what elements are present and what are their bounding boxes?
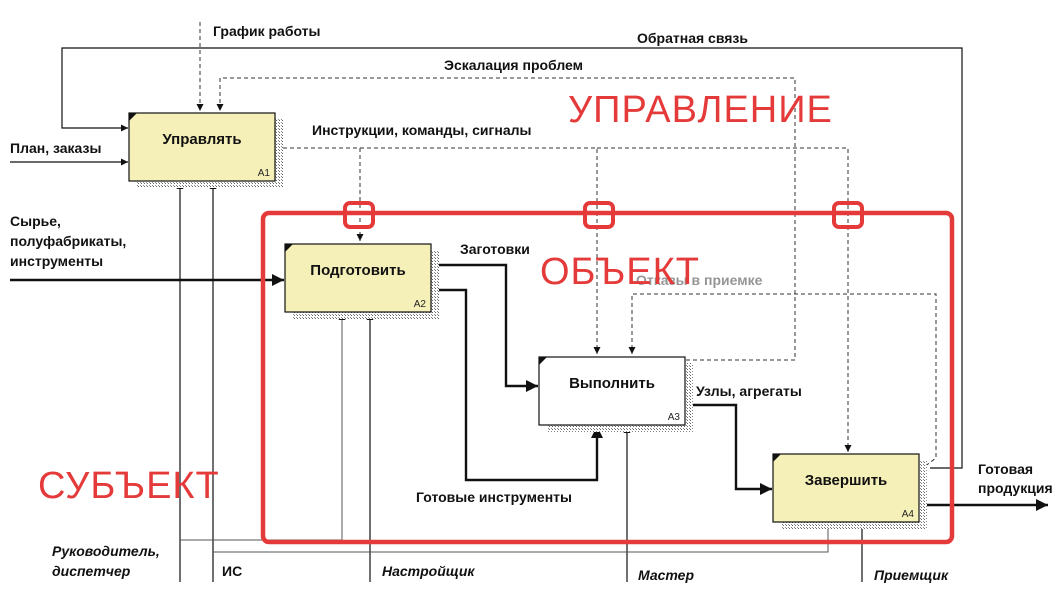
box-number: A2 bbox=[414, 299, 427, 310]
box-body bbox=[284, 243, 432, 313]
is-label: ИС bbox=[222, 563, 242, 579]
instructions-arrow-a3 bbox=[360, 147, 601, 354]
manager-label-line-2: диспетчер bbox=[52, 563, 131, 579]
instructions-label: Инструкции, команды, сигналы bbox=[312, 122, 531, 138]
units-label: Узлы, агрегаты bbox=[696, 383, 802, 399]
box-number: A3 bbox=[668, 412, 681, 423]
box-body bbox=[538, 356, 686, 426]
box-title: Выполнить bbox=[569, 375, 655, 392]
object-overlay-label: ОБЪЕКТ bbox=[540, 251, 700, 293]
feedback-label: Обратная связь bbox=[637, 30, 748, 46]
blanks-label: Заготовки bbox=[460, 241, 530, 257]
escalation-label: Эскалация проблем bbox=[444, 57, 583, 73]
box-title: Подготовить bbox=[310, 262, 405, 279]
box-corner bbox=[539, 357, 547, 365]
tools-ready-arrow bbox=[431, 288, 603, 482]
boundary-crossing-marker bbox=[343, 201, 375, 229]
boundary-crossing-marker bbox=[583, 201, 615, 229]
blanks-arrow bbox=[431, 263, 538, 392]
rejects-label: Отказы в приемке bbox=[636, 272, 763, 288]
activity-box-a2: Подготовить A2 bbox=[284, 243, 439, 319]
plan-label: План, заказы bbox=[10, 140, 101, 156]
master-label: Мастер bbox=[638, 567, 694, 583]
units-arrow bbox=[686, 403, 772, 495]
box-number: A4 bbox=[902, 509, 915, 520]
box-corner bbox=[129, 113, 137, 121]
escalation-arrow bbox=[216, 77, 796, 361]
manager-label-line-1: Руководитель, bbox=[52, 543, 160, 559]
raw-label-line-1: Сырье, bbox=[10, 213, 61, 229]
activity-box-a1: Управлять A1 bbox=[128, 112, 283, 188]
activity-box-a4: Завершить A4 bbox=[772, 453, 927, 529]
tools-ready-label: Готовые инструменты bbox=[416, 489, 572, 505]
output-label-line-1: Готовая bbox=[978, 461, 1033, 477]
inspector-label: Приемщик bbox=[874, 567, 949, 583]
schedule-label: График работы bbox=[213, 23, 321, 39]
output-label-line-2: продукция bbox=[978, 480, 1053, 496]
box-number: A1 bbox=[258, 168, 271, 179]
box-corner bbox=[285, 244, 293, 252]
box-corner bbox=[773, 454, 781, 462]
is-mechanism-a4 bbox=[213, 522, 832, 553]
box-body bbox=[128, 112, 276, 182]
box-body bbox=[772, 453, 920, 523]
raw-label-line-3: инструменты bbox=[10, 253, 103, 269]
box-title: Завершить bbox=[805, 472, 888, 489]
boundary-crossing-marker bbox=[832, 201, 864, 229]
feedback-arrow bbox=[61, 47, 963, 469]
control-overlay-label: УПРАВЛЕНИЕ bbox=[568, 89, 833, 131]
setter-label: Настройщик bbox=[382, 563, 475, 579]
activity-box-a3: Выполнить A3 bbox=[538, 356, 693, 432]
raw-label-line-2: полуфабрикаты, bbox=[10, 233, 126, 249]
rejects-arrow bbox=[628, 293, 937, 471]
subject-overlay-label: СУБЪЕКТ bbox=[38, 465, 220, 507]
object-boundary bbox=[260, 210, 955, 545]
box-title: Управлять bbox=[162, 131, 241, 148]
